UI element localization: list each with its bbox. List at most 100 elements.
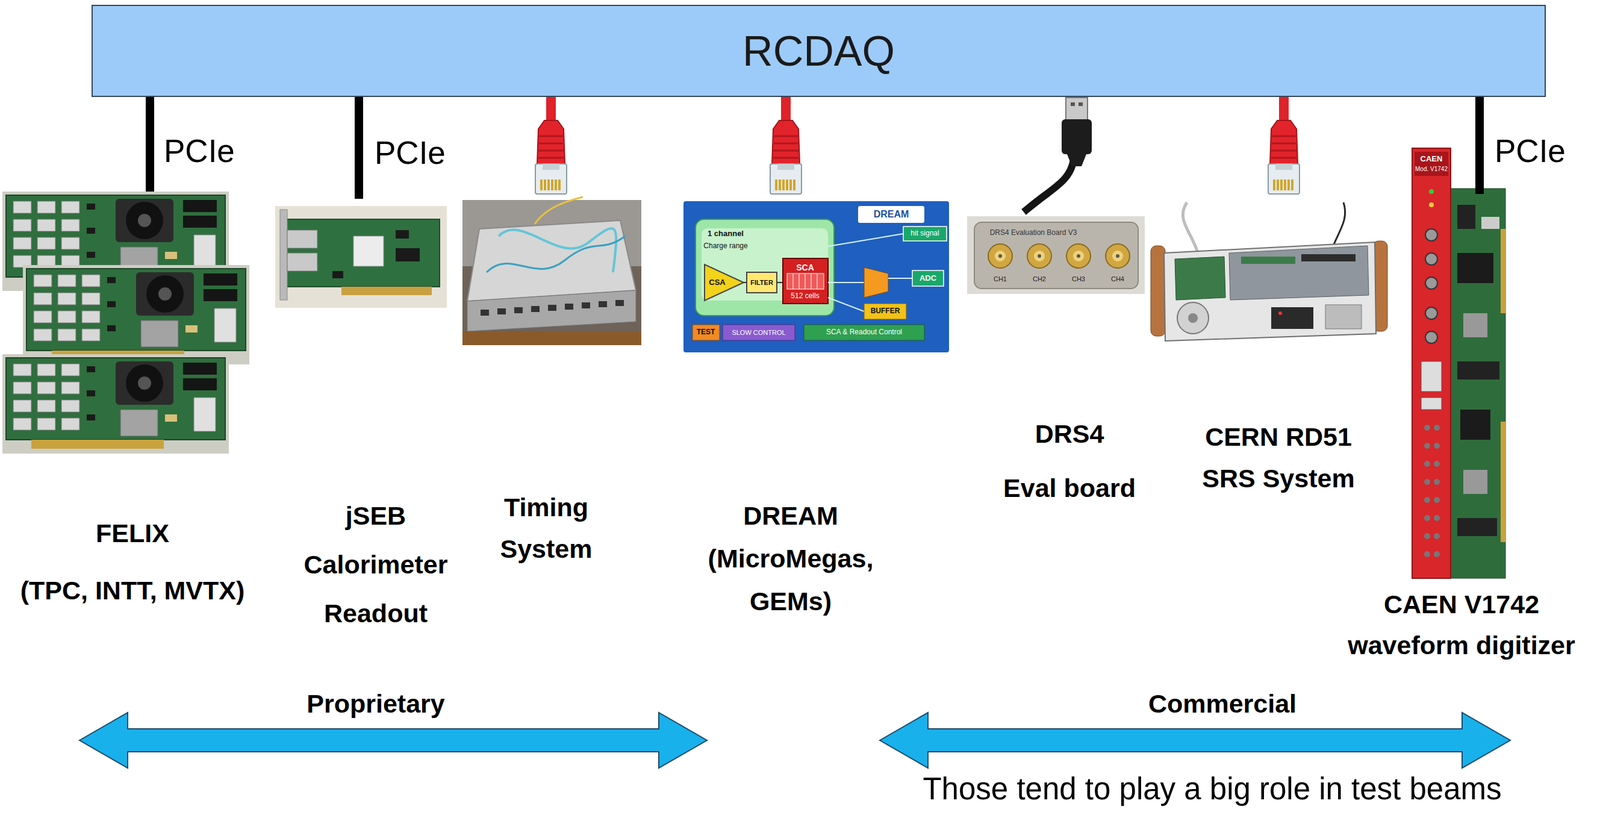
board-label: DRS4 Evaluation Board V3 — [989, 228, 1078, 238]
srs-crate — [1229, 245, 1369, 300]
caen-board — [1450, 188, 1506, 579]
caption-block: DREAM (MicroMegas, GEMs) — [708, 494, 874, 623]
device-name: DREAM (MicroMegas, GEMs) — [708, 494, 874, 623]
cable-connector — [1475, 96, 1484, 194]
ethernet-plug — [1268, 120, 1300, 194]
drs4-photo — [974, 222, 1139, 289]
ethernet-plug — [542, 163, 560, 170]
felix-boards — [2, 191, 250, 454]
ethernet-plug — [1271, 142, 1296, 145]
ethernet-plug — [785, 179, 789, 191]
device-node: CAEN V1742 waveform digitizer — [1345, 193, 1578, 668]
dream-block-diagram — [782, 258, 829, 304]
ethernet-plug — [778, 179, 782, 191]
sca-cells — [793, 273, 794, 290]
sca-cells — [787, 273, 824, 290]
dream-block-diagram — [864, 303, 907, 320]
srs-crate — [1174, 256, 1226, 300]
ethernet-plug — [1268, 163, 1300, 194]
sca-cells — [817, 273, 818, 290]
channel-name: CH3 — [1071, 275, 1086, 284]
drs4-photo — [1073, 250, 1084, 262]
device-node: DREAM (MicroMegas, GEMs) — [683, 193, 950, 626]
ethernet-plug — [538, 149, 564, 152]
caen-board — [1433, 514, 1440, 521]
caen-board — [1433, 478, 1440, 485]
arrow-label: Commercial — [1148, 688, 1297, 719]
ethernet-plug — [1275, 163, 1293, 170]
ethernet-plug — [538, 157, 564, 159]
caen-board — [1424, 532, 1431, 539]
caen-board — [1425, 228, 1438, 241]
timing-photo — [514, 307, 523, 314]
ethernet-plug — [775, 179, 778, 191]
ethernet-plug — [537, 120, 565, 164]
jseb-card — [275, 205, 447, 308]
interface-label: PCIe — [163, 133, 235, 170]
brand-label: CAEN — [1420, 154, 1443, 164]
sca-cells — [811, 273, 812, 290]
ethernet-plug — [789, 179, 792, 191]
block-label: FILTER — [750, 278, 774, 287]
device-node: CERN RD51 SRS System — [1150, 193, 1388, 502]
caen-board — [1463, 313, 1488, 338]
interface-label: PCIe — [1494, 133, 1566, 170]
ethernet-plug — [773, 157, 799, 159]
ethernet-plug — [793, 179, 796, 191]
sca-cells — [799, 273, 800, 290]
ethernet-plug — [1270, 120, 1298, 164]
ethernet-plug — [554, 179, 558, 191]
timing-photo — [462, 331, 642, 346]
dream-block-diagram — [888, 277, 913, 279]
ethernet-plug — [547, 179, 550, 191]
double-arrow — [879, 712, 1511, 768]
timing-photo — [480, 309, 489, 316]
ethernet-plug — [535, 120, 567, 194]
jseb-card — [287, 230, 318, 249]
caen-board — [1428, 189, 1434, 194]
drs4-photo — [967, 216, 1145, 294]
ethernet-plug — [1287, 179, 1290, 191]
caen-board — [1425, 252, 1438, 265]
caen-board — [1425, 277, 1438, 290]
timing-photo — [547, 304, 557, 311]
caen-board — [1433, 442, 1440, 449]
block-label: TEST — [696, 328, 716, 337]
timing-photo — [462, 196, 642, 346]
usb-plug — [1070, 102, 1075, 106]
drs4-photo — [1076, 254, 1081, 258]
drs4-photo — [1115, 254, 1120, 258]
ethernet-plug — [771, 120, 800, 164]
device-name: FELIX (TPC, INTT, MVTX) — [20, 504, 246, 620]
ethernet-plug — [538, 135, 564, 138]
ethernet-plug — [1291, 179, 1294, 191]
caen-board — [1425, 307, 1438, 320]
timing-photo — [497, 308, 506, 315]
caption-block: CERN RD51 SRS System — [1201, 416, 1355, 500]
caen-board — [1500, 421, 1506, 542]
usb-plug — [1067, 154, 1087, 167]
channel-name: CH2 — [1032, 275, 1046, 284]
dream-block-diagram — [803, 324, 925, 341]
usb-plug — [1061, 97, 1092, 167]
drs4-photo — [994, 250, 1006, 262]
srs-crate — [1182, 202, 1199, 257]
device-name: CAEN V1742 waveform digitizer — [1347, 583, 1576, 666]
block-label: Charge range — [703, 242, 748, 251]
dream-block-diagram — [704, 264, 744, 301]
ethernet-plug — [1271, 157, 1297, 159]
ethernet-plug — [550, 179, 554, 191]
block-label: 1 channel — [707, 229, 744, 239]
caen-board — [1425, 331, 1438, 344]
caen-board — [1433, 550, 1440, 558]
jseb-card — [395, 248, 420, 262]
dream-block-diagram — [828, 297, 865, 312]
device-node: DRS4 Eval board — [967, 211, 1145, 518]
ethernet-plug — [1280, 179, 1283, 191]
caen-board — [1463, 469, 1488, 494]
jseb-card — [280, 209, 288, 300]
usb-plug — [1065, 97, 1088, 121]
caen-board — [1424, 514, 1431, 521]
system-name: RCDAQ — [742, 27, 895, 76]
device-node: FELIX (TPC, INTT, MVTX) — [2, 191, 250, 622]
